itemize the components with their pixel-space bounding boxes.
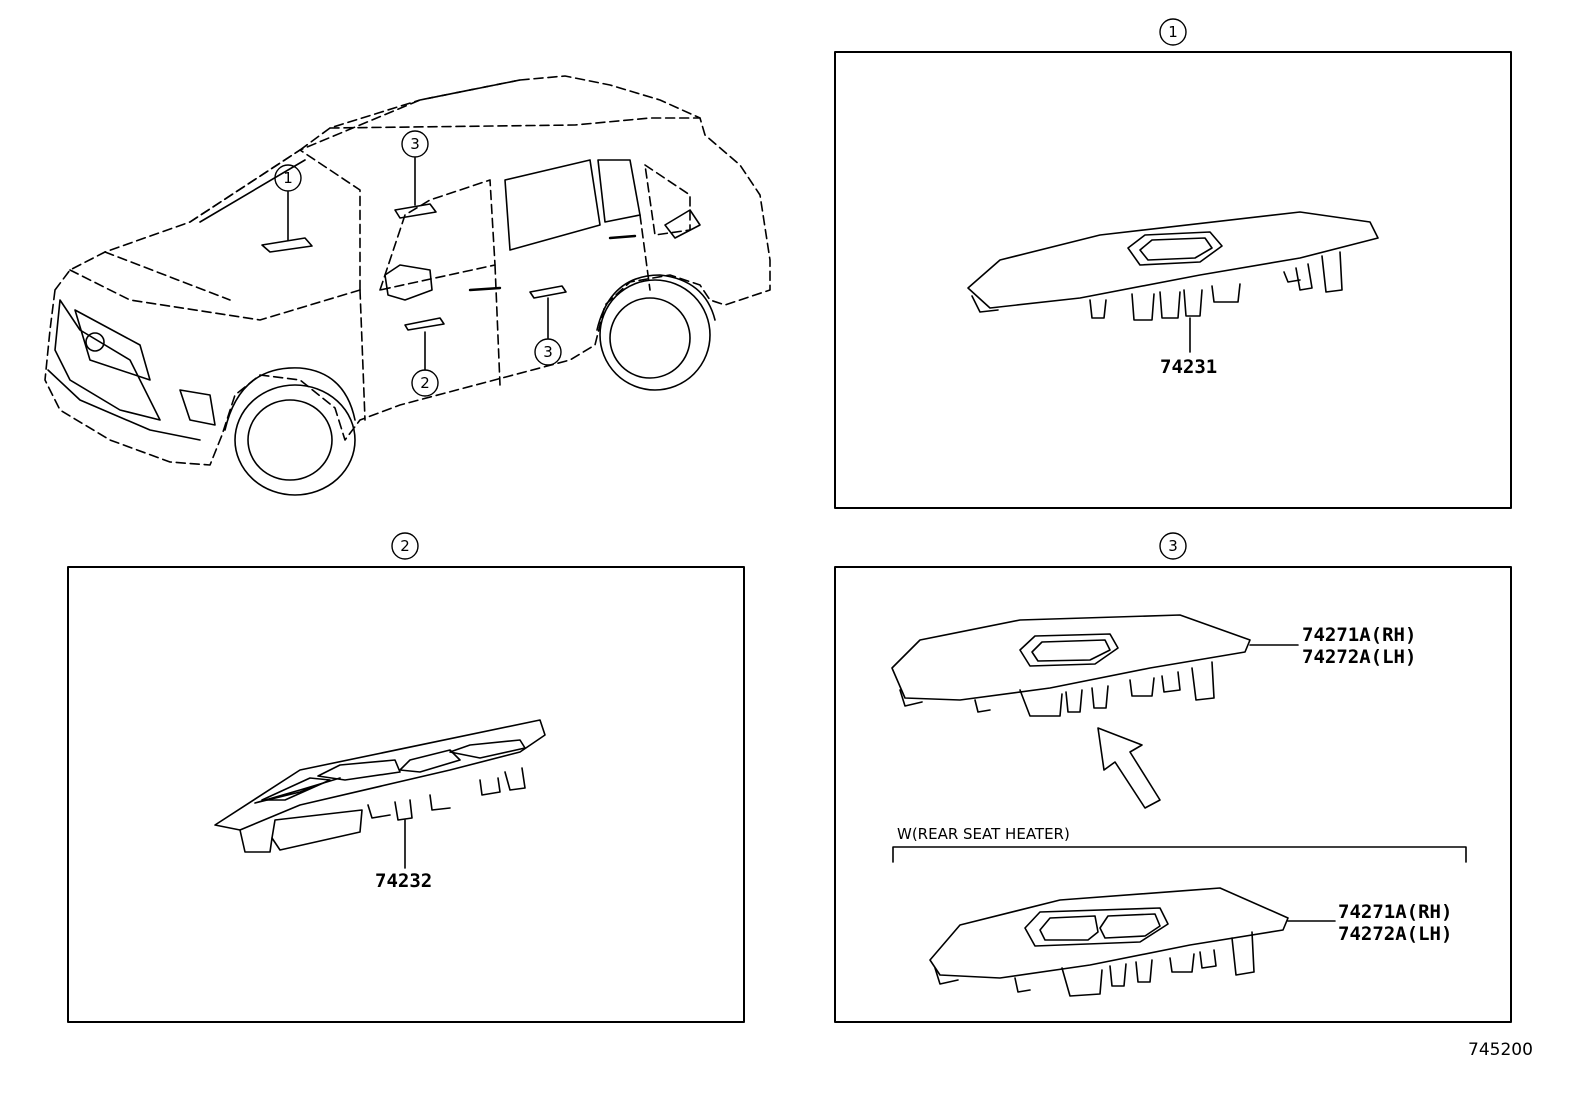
panel-2-callout-circle <box>391 532 419 560</box>
panel-1-callout-circle <box>1159 18 1187 46</box>
switch-panel-74231-drawing <box>967 211 1379 353</box>
vehicle-callouts <box>274 130 562 397</box>
condition-label: W(REAR SEAT HEATER) <box>897 825 1070 843</box>
part-number-74232: 74232 <box>375 870 433 892</box>
panel-2-callout: 2 <box>400 537 410 555</box>
switch-panel-heater-drawing <box>929 887 1336 997</box>
panel-2-frame <box>67 566 745 1023</box>
switch-panel-74271A-drawing <box>891 614 1299 809</box>
part-number-74272A-lh: 74272A(LH) <box>1302 646 1417 668</box>
alt-part-number-74272A-lh: 74272A(LH) <box>1338 923 1453 945</box>
part-number-74271A-rh: 74271A(RH) <box>1302 624 1417 646</box>
part-number-74231: 74231 <box>1160 356 1218 378</box>
panel-3-frame <box>834 566 1512 1023</box>
condition-bracket <box>892 846 1467 863</box>
vehicle-illustration <box>44 75 771 496</box>
switch-panel-74232-drawing <box>214 719 546 869</box>
panel-1-frame <box>834 51 1512 509</box>
vehicle-callout-2: 2 <box>420 374 430 392</box>
panel-3-callout-circle <box>1159 532 1187 560</box>
alt-part-number-74271A-rh: 74271A(RH) <box>1338 901 1453 923</box>
panel-1-callout: 1 <box>1168 23 1178 41</box>
vehicle-callout-1: 1 <box>283 169 293 187</box>
panel-3-callout: 3 <box>1168 537 1178 555</box>
vehicle-callout-3-lower: 3 <box>543 343 553 361</box>
vehicle-callout-3-upper: 3 <box>410 135 420 153</box>
diagram-code: 745200 <box>1468 1040 1533 1060</box>
